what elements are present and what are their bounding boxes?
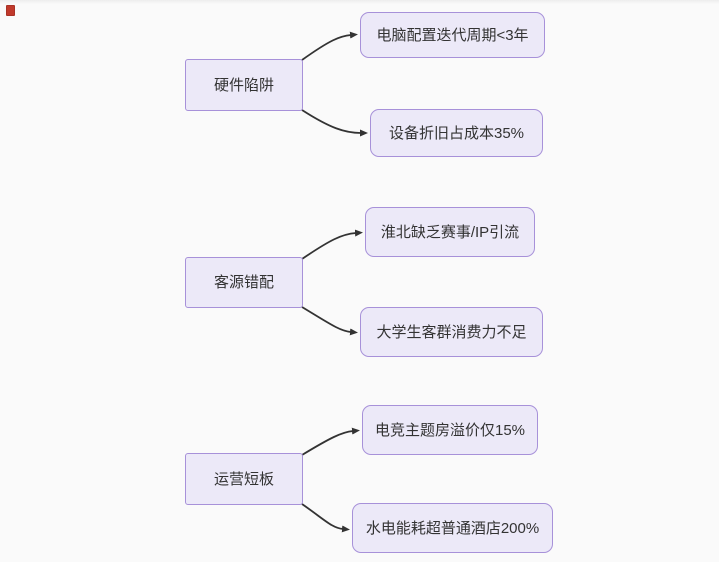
node-label: 电竞主题房溢价仅15% bbox=[374, 421, 526, 439]
node-customer-mismatch[interactable]: 客源错配 bbox=[185, 257, 303, 308]
top-edge-shadow bbox=[0, 0, 719, 4]
node-utility-cost[interactable]: 水电能耗超普通酒店200% bbox=[352, 503, 553, 553]
node-label: 运营短板 bbox=[213, 470, 274, 488]
arrow-operation-to-utilities bbox=[301, 503, 350, 533]
arrow-customer-to-students bbox=[301, 306, 358, 336]
node-student-spending-power[interactable]: 大学生客群消费力不足 bbox=[360, 307, 543, 357]
node-label: 设备折旧占成本35% bbox=[388, 124, 525, 142]
node-label: 淮北缺乏赛事/IP引流 bbox=[380, 223, 520, 241]
node-label: 电脑配置迭代周期<3年 bbox=[376, 26, 529, 44]
node-room-premium[interactable]: 电竞主题房溢价仅15% bbox=[362, 405, 538, 455]
node-operation-weakness[interactable]: 运营短板 bbox=[185, 453, 303, 505]
node-label: 水电能耗超普通酒店200% bbox=[365, 519, 540, 537]
arrow-operation-to-premium bbox=[301, 427, 360, 456]
node-pc-upgrade-cycle[interactable]: 电脑配置迭代周期<3年 bbox=[360, 12, 545, 58]
arrow-hardware-to-upgrade-cycle bbox=[301, 31, 358, 61]
node-depreciation-cost[interactable]: 设备折旧占成本35% bbox=[370, 109, 543, 157]
node-label: 硬件陷阱 bbox=[213, 76, 274, 94]
node-label: 客源错配 bbox=[213, 274, 274, 291]
red-marker-icon bbox=[6, 5, 15, 16]
arrow-hardware-to-depreciation bbox=[301, 109, 368, 137]
node-no-esports-events[interactable]: 淮北缺乏赛事/IP引流 bbox=[365, 207, 535, 257]
node-hardware-trap[interactable]: 硬件陷阱 bbox=[185, 59, 303, 111]
arrow-customer-to-events bbox=[301, 229, 363, 260]
node-label: 大学生客群消费力不足 bbox=[376, 323, 527, 341]
